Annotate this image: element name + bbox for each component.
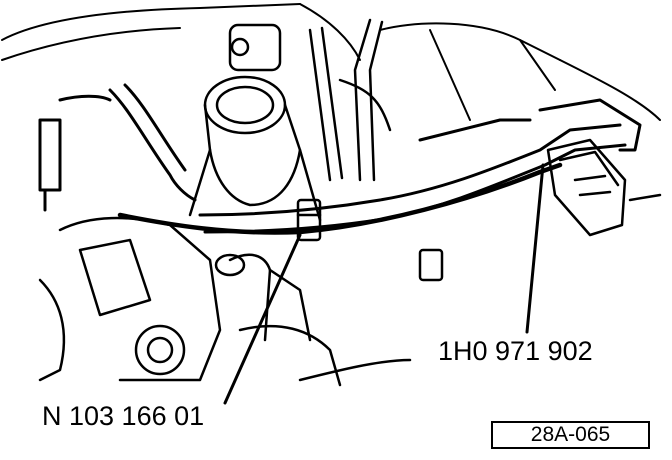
pipes xyxy=(308,18,392,182)
leader-line-part-1 xyxy=(525,163,545,334)
filler-housing xyxy=(188,23,322,222)
connector-unit xyxy=(546,138,662,237)
harness-clip xyxy=(296,198,444,282)
wiring-harness xyxy=(117,162,563,235)
part-number-label-1: 1H0 971 902 xyxy=(438,336,593,366)
coolant-hoses xyxy=(38,83,197,212)
leader-line-part-2 xyxy=(223,233,302,405)
bulkhead-outline xyxy=(1,3,661,121)
leader-lines xyxy=(223,163,545,405)
engine-block xyxy=(38,216,412,387)
figure-reference-box: 28A-065 xyxy=(491,421,650,449)
part-number-label-2: N 103 166 01 xyxy=(42,401,205,431)
